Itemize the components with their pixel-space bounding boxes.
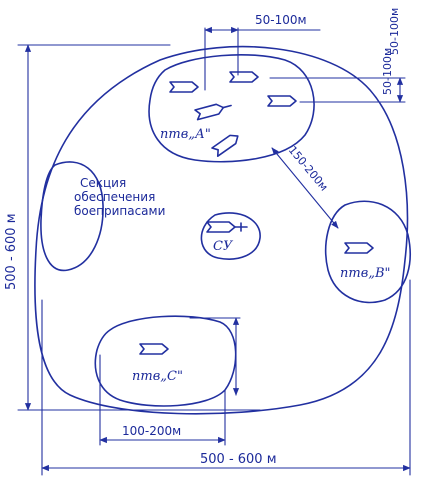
top-dim-label: 50-100м (255, 13, 307, 27)
zone-platoon-b (324, 200, 411, 304)
vehicle-icon (267, 95, 297, 107)
vehicle-icon (229, 71, 259, 83)
platoon-a-label: птв„А" (160, 127, 211, 142)
bottom-dim-label: 500 - 600 м (200, 452, 277, 467)
vehicle-icon (211, 134, 239, 157)
platoon-b-label: птв„В" (340, 266, 391, 281)
diag-dim-label: 150-200м (286, 144, 331, 194)
platoon-c-label: птв„С" (132, 369, 183, 384)
command-post-icon (206, 221, 248, 233)
left-dim-label: 500 - 600 м (4, 213, 19, 290)
vehicle-icon (194, 103, 232, 121)
zone-ammo-section (40, 161, 104, 272)
vehicle-icon (139, 343, 169, 355)
c-dim-label: 100-200м (122, 424, 181, 438)
right-top-dim-label: 50-100м (381, 48, 394, 95)
ammo-section-line3: боеприпасами (74, 204, 165, 218)
zone-platoon-c (94, 315, 237, 407)
ammo-section-line1: Секция (80, 176, 126, 190)
vehicle-icon (344, 242, 374, 254)
zone-command-post (200, 212, 261, 260)
diag-dim-line (271, 147, 339, 229)
command-post-label: СУ (213, 239, 234, 254)
ammo-section-line2: обеспечения (74, 190, 155, 204)
vehicle-icon (169, 81, 199, 93)
outer-perimeter (34, 45, 409, 415)
right-top-dim-label-2: 50-100м (388, 8, 401, 55)
